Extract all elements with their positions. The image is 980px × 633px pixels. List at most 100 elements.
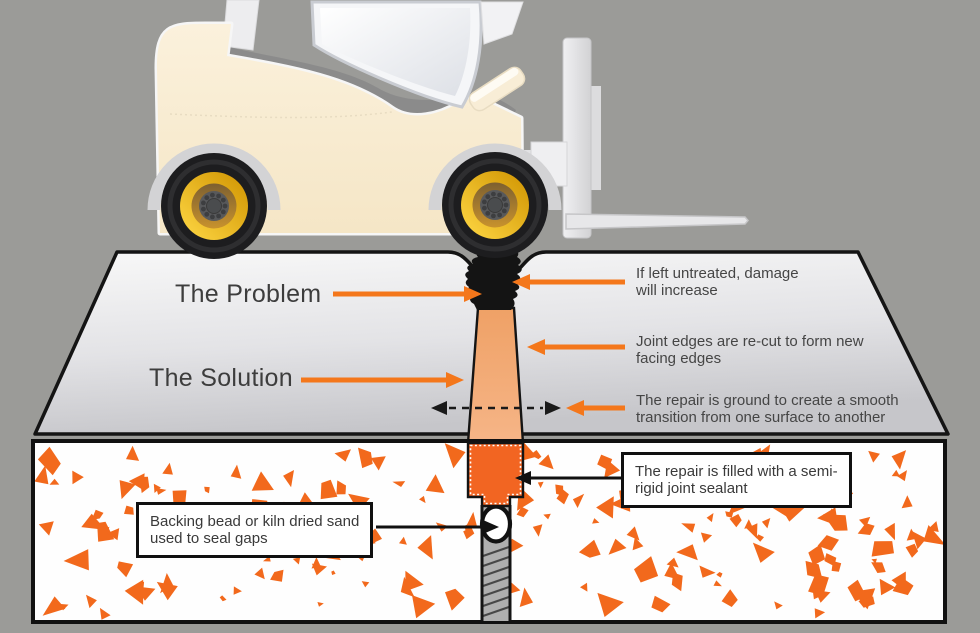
aggregate-chip — [608, 538, 627, 555]
wheel-lug — [210, 192, 215, 198]
annotation-recut: Joint edges are re-cut to form new facin… — [636, 333, 864, 367]
aggregate-chip — [831, 561, 842, 572]
aggregate-chip — [905, 543, 919, 558]
forklift-illustration — [147, 0, 749, 259]
smooth-transition-double-arrow — [431, 401, 561, 415]
wheel-lug — [501, 196, 507, 202]
aggregate-chip — [817, 535, 839, 551]
aggregate-chip — [219, 595, 227, 602]
aggregate-chip — [817, 507, 839, 526]
aggregate-chip — [405, 570, 424, 592]
aggregate-chip — [868, 450, 880, 463]
front-fender — [428, 143, 562, 211]
aggregate-chip — [729, 514, 742, 528]
aggregate-chip — [530, 450, 542, 460]
aggregate-chip — [156, 488, 167, 495]
untreated-arrow — [512, 274, 625, 290]
aggregate-chip — [761, 518, 771, 529]
aggregate-chip — [927, 521, 939, 532]
aggregate-chip — [37, 446, 61, 476]
aggregate-chip — [99, 607, 111, 620]
aggregate-chip — [756, 534, 764, 542]
aggregate-chip — [721, 589, 738, 607]
forklift-exhaust — [468, 66, 526, 112]
wheel-lug — [220, 197, 226, 203]
forklift-body-seam — [169, 111, 393, 119]
aggregate-chip — [556, 489, 569, 505]
aggregate-chip — [879, 578, 896, 596]
ground-arrow — [566, 400, 625, 416]
aggregate-chip — [425, 474, 445, 494]
aggregate-chip — [126, 445, 140, 461]
wheel-lug — [216, 213, 222, 219]
front-wheel — [442, 152, 548, 258]
aggregate-chip — [911, 531, 927, 550]
problem-arrow — [333, 286, 482, 302]
sealant-callout-box: The repair is filled with a semi- rigid … — [621, 452, 852, 508]
aggregate-chip — [578, 539, 601, 558]
aggregate-chip — [858, 596, 875, 608]
solution-label: The Solution — [149, 364, 293, 392]
aggregate-chip — [124, 579, 144, 605]
aggregate-chip — [891, 469, 900, 477]
aggregate-chip — [884, 522, 895, 541]
aggregate-chip — [543, 513, 551, 520]
aggregate-chip — [634, 556, 659, 583]
wheel-lug — [491, 213, 496, 219]
aggregate-chip — [38, 521, 54, 536]
aggregate-chip — [676, 544, 698, 561]
aggregate-chip — [153, 483, 161, 493]
aggregate-chip — [604, 459, 621, 478]
wheel-lug — [210, 214, 215, 220]
wheel-lug — [204, 195, 210, 201]
aggregate-chip — [63, 549, 89, 571]
joint-gap-hatch — [482, 545, 510, 618]
rear-wheel — [161, 153, 267, 259]
aggregate-chip — [699, 565, 716, 578]
aggregate-chip — [204, 486, 210, 494]
forklift-fork-blade — [565, 213, 749, 230]
aggregate-chip — [713, 580, 722, 587]
wheel-lug — [201, 200, 206, 206]
wheel-lug — [485, 194, 491, 200]
annotation-ground: The repair is ground to create a smooth … — [636, 392, 899, 426]
aggregate-chip — [891, 450, 907, 470]
aggregate-chip — [35, 465, 49, 485]
aggregate-chip — [891, 571, 906, 592]
aggregate-chip — [464, 521, 474, 536]
aggregate-chip — [370, 456, 386, 471]
aggregate-chip — [233, 586, 242, 595]
joint-sealant — [466, 441, 525, 508]
aggregate-chip — [706, 513, 714, 523]
aggregate-chip — [580, 582, 588, 592]
aggregate-chip — [412, 595, 436, 619]
forklift-front-pillar — [480, 1, 524, 45]
aggregate-chip — [270, 569, 284, 582]
aggregate-chip — [358, 447, 373, 469]
aggregate-chip — [592, 518, 600, 524]
aggregate-chip — [320, 479, 338, 500]
wheel-lug — [485, 210, 491, 216]
rear-fender — [147, 143, 281, 211]
aggregate-chip — [251, 471, 274, 491]
aggregate-chip — [666, 557, 679, 568]
aggregate-chip — [716, 572, 723, 578]
aggregate-chip — [537, 481, 544, 489]
aggregate-chip — [119, 480, 136, 500]
aggregate-chip — [76, 556, 85, 563]
aggregate-chip — [780, 507, 806, 522]
aggregate-chip — [906, 528, 918, 541]
aggregate-chip — [334, 449, 351, 462]
wheel-lug — [482, 199, 487, 205]
aggregate-chip — [519, 587, 533, 607]
wheel-lug — [503, 202, 509, 208]
aggregate-chip — [808, 544, 826, 566]
aggregate-chip — [42, 596, 66, 616]
aggregate-chip — [399, 536, 407, 545]
aggregate-chip — [128, 473, 145, 491]
aggregate-chip — [107, 528, 120, 541]
aggregate-chip — [805, 560, 823, 579]
aggregate-chip — [49, 478, 60, 485]
wheel-lug — [491, 191, 496, 197]
